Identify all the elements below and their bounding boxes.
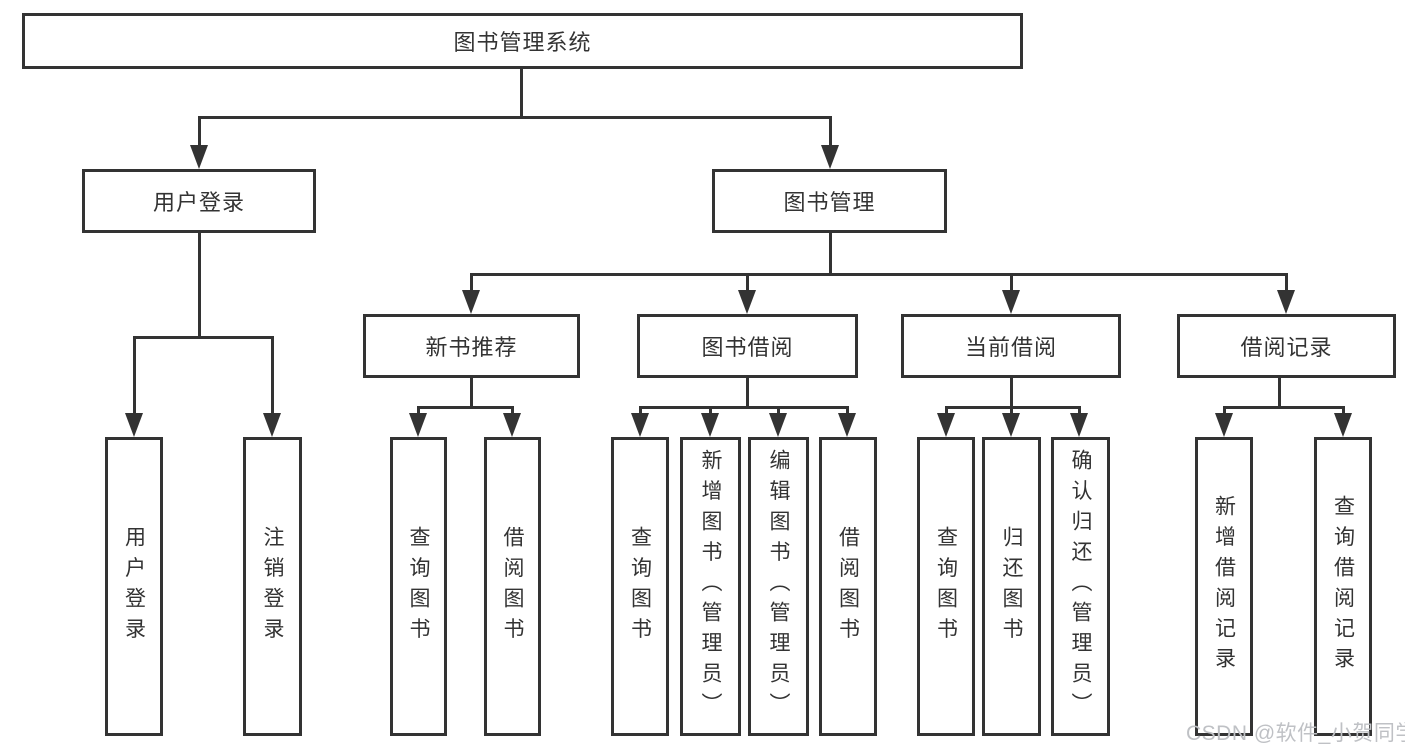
leaf-query-books-2: 查询图书	[611, 437, 669, 736]
arrow-down-icon	[263, 413, 281, 437]
connector-line	[829, 233, 832, 276]
arrow-down-icon	[1002, 413, 1020, 437]
connector-line	[1010, 406, 1013, 416]
watermark: CSDN @软件_小贺同学	[1186, 722, 1405, 745]
connector-line	[639, 406, 642, 416]
connector-line	[777, 406, 780, 416]
arrow-down-icon	[838, 413, 856, 437]
leaf-confirm-return-admin: 确认归还（管理员）	[1051, 437, 1110, 736]
arrow-down-icon	[821, 145, 839, 169]
connector-line	[271, 336, 274, 415]
leaf-query-borrow-record: 查询借阅记录	[1314, 437, 1372, 736]
node-borrowing-records: 借阅记录	[1177, 314, 1396, 378]
leaf-query-books-3: 查询图书	[917, 437, 975, 736]
arrow-down-icon	[738, 290, 756, 314]
connector-line	[511, 406, 514, 416]
connector-line	[520, 69, 523, 119]
node-user-login: 用户登录	[82, 169, 316, 233]
connector-line	[846, 406, 849, 416]
arrow-down-icon	[1334, 413, 1352, 437]
connector-line	[198, 116, 201, 146]
connector-line	[746, 378, 749, 409]
node-book-borrowing: 图书借阅	[637, 314, 858, 378]
leaf-borrow-books-2: 借阅图书	[819, 437, 877, 736]
connector-line	[1010, 378, 1013, 409]
connector-line	[198, 116, 832, 119]
connector-line	[1010, 273, 1013, 292]
leaf-add-books-admin: 新增图书（管理员）	[680, 437, 741, 736]
connector-line	[945, 406, 948, 416]
arrow-down-icon	[125, 413, 143, 437]
connector-line	[1278, 378, 1281, 409]
arrow-down-icon	[503, 413, 521, 437]
connector-line	[417, 406, 420, 416]
connector-line	[1285, 273, 1288, 292]
connector-line	[417, 406, 514, 409]
arrow-down-icon	[1070, 413, 1088, 437]
connector-line	[1342, 406, 1345, 416]
arrow-down-icon	[937, 413, 955, 437]
connector-line	[1223, 406, 1344, 409]
connector-line	[133, 336, 274, 339]
arrow-down-icon	[409, 413, 427, 437]
connector-line	[133, 336, 136, 415]
connector-line	[470, 273, 473, 292]
arrow-down-icon	[1215, 413, 1233, 437]
connector-line	[198, 233, 201, 339]
connector-line	[1223, 406, 1226, 416]
arrow-down-icon	[631, 413, 649, 437]
arrow-down-icon	[701, 413, 719, 437]
connector-line	[709, 406, 712, 416]
leaf-borrow-books-1: 借阅图书	[484, 437, 541, 736]
connector-line	[639, 406, 849, 409]
leaf-logout: 注销登录	[243, 437, 302, 736]
connector-line	[829, 116, 832, 146]
connector-line	[746, 273, 749, 292]
node-book-management: 图书管理	[712, 169, 947, 233]
leaf-add-borrow-record: 新增借阅记录	[1195, 437, 1253, 736]
connector-line	[1078, 406, 1081, 416]
leaf-edit-books-admin: 编辑图书（管理员）	[748, 437, 809, 736]
node-new-book-recommendation: 新书推荐	[363, 314, 580, 378]
arrow-down-icon	[769, 413, 787, 437]
node-current-borrowing: 当前借阅	[901, 314, 1121, 378]
arrow-down-icon	[1277, 290, 1295, 314]
connector-line	[470, 273, 1287, 276]
connector-line	[470, 378, 473, 409]
arrow-down-icon	[190, 145, 208, 169]
leaf-return-books: 归还图书	[982, 437, 1041, 736]
leaf-user-login: 用户登录	[105, 437, 163, 736]
leaf-query-books-1: 查询图书	[390, 437, 447, 736]
arrow-down-icon	[1002, 290, 1020, 314]
connector-line	[945, 406, 1081, 409]
node-library-management-system: 图书管理系统	[22, 13, 1023, 69]
arrow-down-icon	[462, 290, 480, 314]
